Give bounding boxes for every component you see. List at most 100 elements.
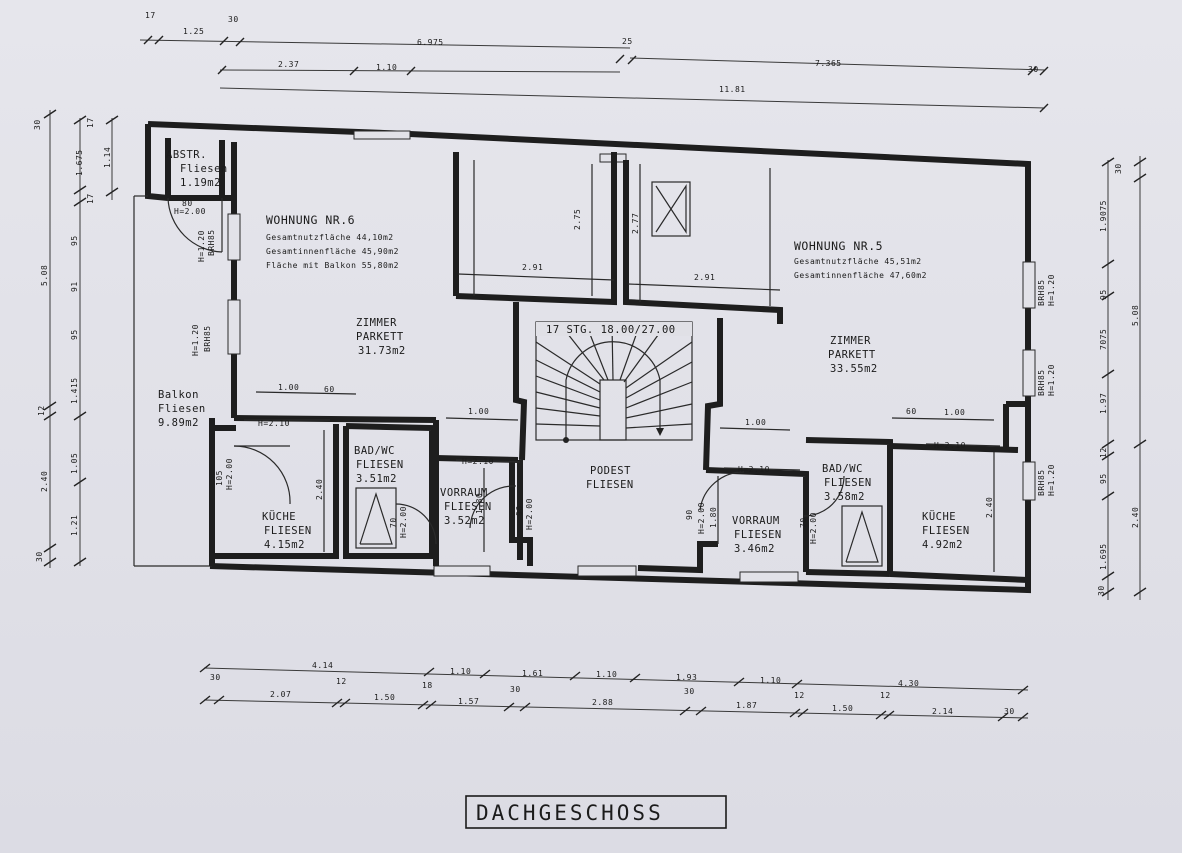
dim-right-240: 2.40 <box>1131 507 1140 528</box>
dim-right-95a: 95 <box>1099 289 1108 300</box>
room-bad-6-floor: FLIESEN <box>356 459 404 471</box>
dim-left-30: 30 <box>33 119 42 130</box>
dim-bot2-150a: 1.50 <box>374 693 395 702</box>
note-105: 105 <box>215 470 224 486</box>
dim-left-114: 1.14 <box>103 147 112 168</box>
note-brh85-a: BRH85 <box>207 229 216 256</box>
exterior-walls <box>133 121 1036 594</box>
right-dimension-chain: 30 1.9075 95 7075 1.97 12 95 1.695 30 5.… <box>1097 156 1147 600</box>
dim-bot-430: 4.30 <box>898 679 919 688</box>
dim-inner-100b: 1.00 <box>468 407 489 416</box>
dim-right-30b: 30 <box>1097 585 1106 596</box>
dim-top-30a: 30 <box>228 15 239 24</box>
room-podest-title: PODEST <box>590 465 631 477</box>
room-balkon-floor: Fliesen <box>158 403 206 415</box>
dim-bot2-12a: 12 <box>336 677 347 686</box>
note-h200-v5: H=2.00 <box>697 502 706 534</box>
dim-bot2-288: 2.88 <box>592 698 613 707</box>
room-zimmer-5-title: ZIMMER <box>830 335 871 347</box>
room-zimmer-5-floor: PARKETT <box>828 349 876 361</box>
dim-top-110: 1.10 <box>376 63 397 72</box>
note-70-a: 70 <box>389 517 398 528</box>
room-kueche-5-floor: FLIESEN <box>922 525 970 537</box>
note-brh85-e: BRH85 <box>1037 469 1046 496</box>
note-70-b: 70 <box>799 517 808 528</box>
dim-inner-100c: 1.00 <box>745 418 766 427</box>
dim-left-17b: 17 <box>86 193 95 204</box>
dim-left-105: 1.05 <box>70 453 79 474</box>
shower-icon <box>355 487 397 549</box>
dim-left-12: 12 <box>37 405 46 416</box>
note-h210-a: H=2.10 <box>258 419 290 428</box>
dim-bot-110b: 1.10 <box>596 670 617 679</box>
dim-bot-193: 1.93 <box>676 673 697 682</box>
staircase: 17 STG. 18.00/27.00 <box>535 321 693 443</box>
note-h200-k6: H=2.00 <box>225 458 234 490</box>
top-dimension-chain: 17 1.25 30 6.975 25 7.365 30 2.37 1.10 1… <box>139 11 1049 113</box>
room-abstr-floor: Fliesen <box>180 163 228 175</box>
room-zimmer-6-floor: PARKETT <box>356 331 404 343</box>
dim-inner-240a: 2.40 <box>315 479 324 500</box>
dim-top-6975: 6.975 <box>417 38 444 47</box>
note-brh85-b: BRH85 <box>203 325 212 352</box>
dim-bot-414: 4.14 <box>312 661 333 670</box>
dim-right-95b: 95 <box>1099 473 1108 484</box>
room-labels: ABSTR. Fliesen 1.19m2 WOHNUNG NR.6 Gesam… <box>158 149 970 555</box>
note-90-a: 90 <box>515 505 524 516</box>
dim-left-1675: 1.675 <box>75 149 84 176</box>
dim-bot2-12c: 12 <box>880 691 891 700</box>
apartment-6-innenflaeche: Gesamtinnenfläche 45,90m2 <box>266 247 399 256</box>
dim-right-19075: 1.9075 <box>1099 200 1108 232</box>
room-bad-5-title: BAD/WC <box>822 463 863 475</box>
left-dimension-chain: 30 1.675 1.14 17 17 95 91 95 1.415 12 1.… <box>33 109 119 568</box>
room-vorraum-6-floor: FLIESEN <box>444 501 492 513</box>
apartment-6-title: WOHNUNG NR.6 <box>266 213 355 227</box>
note-brh85-c: BRH85 <box>1037 279 1046 306</box>
dim-inner-100a: 1.00 <box>278 383 299 392</box>
note-h210-c: H=2.10 <box>738 465 770 474</box>
dim-top-25: 25 <box>622 37 633 46</box>
dim-bot2-150b: 1.50 <box>832 704 853 713</box>
dim-inner-275: 2.75 <box>573 209 582 230</box>
note-h120-a: H=1.20 <box>197 230 206 262</box>
dim-inner-291b: 2.91 <box>694 273 715 282</box>
technical-notes: 80 H=2.00 H=1.20 BRH85 H=1.20 BRH85 H=2.… <box>174 199 1056 544</box>
dim-bot-110c: 1.10 <box>760 676 781 685</box>
room-bad-6-area: 3.51m2 <box>356 473 397 485</box>
dim-left-17a: 17 <box>86 117 95 128</box>
stair-note: 17 STG. 18.00/27.00 <box>546 324 676 336</box>
dim-bot2-18: 18 <box>422 681 433 690</box>
dim-top-17: 17 <box>145 11 156 20</box>
dim-bot-110a: 1.10 <box>450 667 471 676</box>
dim-bot2-214: 2.14 <box>932 707 953 716</box>
apartment-5-nutzflaeche: Gesamtnutzfläche 45,51m2 <box>794 257 922 266</box>
roof-window-icon <box>651 181 691 237</box>
dim-inner-60a: 60 <box>324 385 335 394</box>
apartment-6-balkon-flaeche: Fläche mit Balkon 55,80m2 <box>266 261 399 270</box>
dim-right-197: 1.97 <box>1099 393 1108 414</box>
dim-inner-277: 2.77 <box>631 213 640 234</box>
note-h120-e: H=1.20 <box>1047 464 1056 496</box>
dim-left-508: 5.08 <box>40 265 49 286</box>
note-h200-abstr: H=2.00 <box>174 207 206 216</box>
room-vorraum-6-title: VORRAUM <box>440 487 488 499</box>
door-swings <box>167 197 845 545</box>
room-kueche-5-title: KÜCHE <box>922 510 956 523</box>
dim-inner-291a: 2.91 <box>522 263 543 272</box>
dim-left-95b: 95 <box>70 329 79 340</box>
dim-top-125: 1.25 <box>183 27 204 36</box>
room-balkon-area: 9.89m2 <box>158 417 199 429</box>
apartment-6-nutzflaeche: Gesamtnutzfläche 44,10m2 <box>266 233 394 242</box>
note-h120-c: H=1.20 <box>1047 274 1056 306</box>
room-vorraum-5-area: 3.46m2 <box>734 543 775 555</box>
plan-title: DACHGESCHOSS <box>465 795 727 829</box>
dim-right-30a: 30 <box>1114 163 1123 174</box>
note-80: 80 <box>182 199 193 208</box>
dim-bot2-187: 1.87 <box>736 701 757 710</box>
note-h120-d: H=1.20 <box>1047 364 1056 396</box>
dim-left-240: 2.40 <box>40 471 49 492</box>
interior-dimensions: 2.75 2.91 2.77 2.91 1.00 60 1.00 1.00 60… <box>244 160 1001 572</box>
room-podest-floor: FLIESEN <box>586 479 634 491</box>
